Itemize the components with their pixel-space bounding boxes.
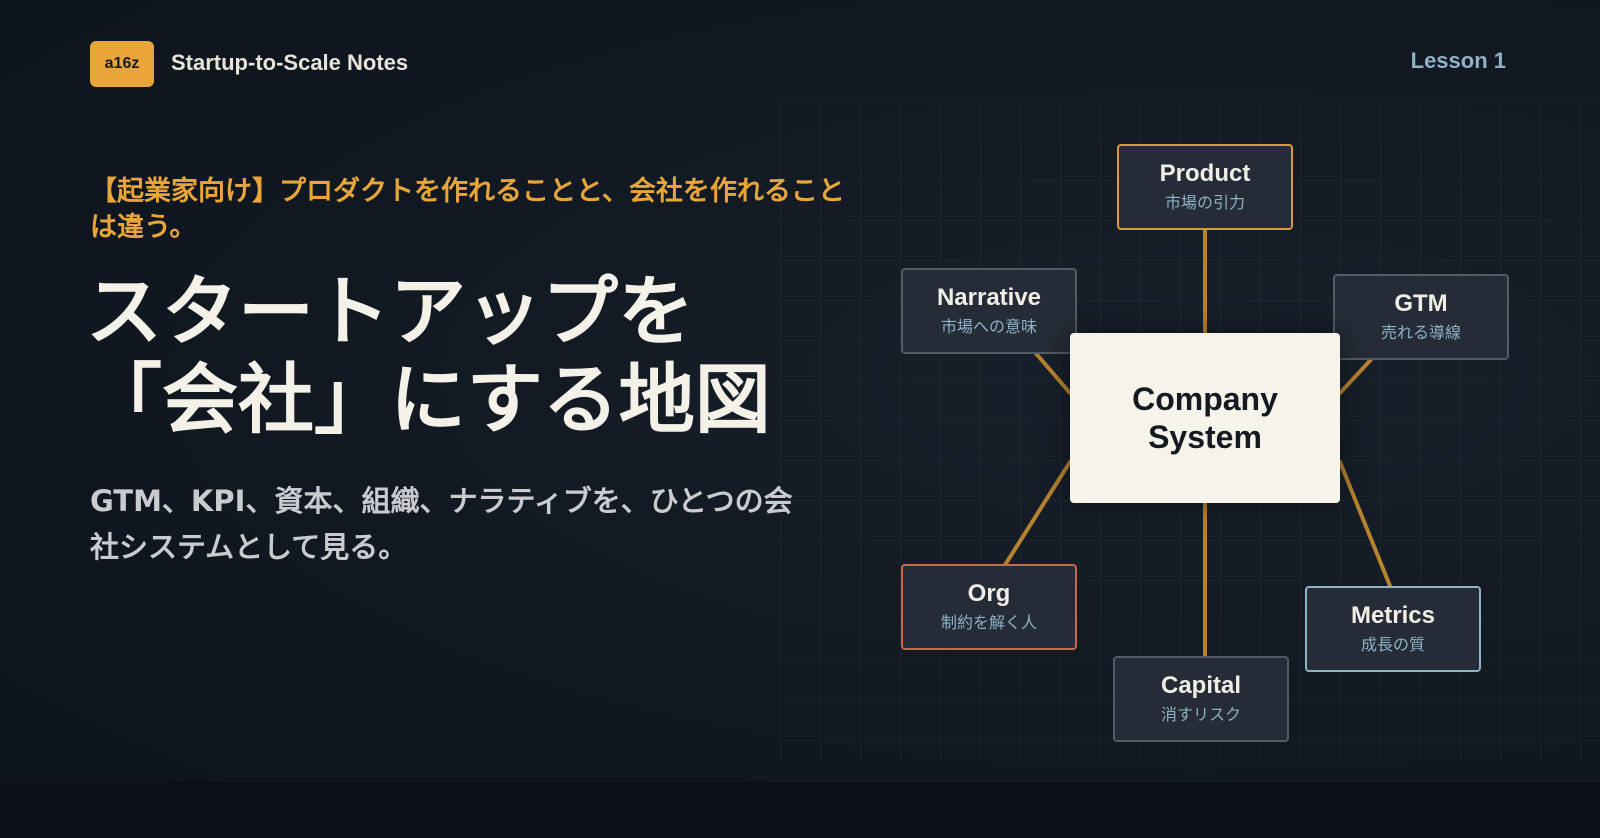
brand-title: Startup-to-Scale Notes <box>171 50 409 75</box>
node-org-subtitle: 制約を解く人 <box>940 613 1037 632</box>
node-gtm-title: GTM <box>1394 290 1448 317</box>
node-metrics-title: Metrics <box>1350 602 1436 629</box>
node-narrative: Narrative 市場への意味 <box>901 268 1077 354</box>
connector-metrics <box>1338 460 1392 588</box>
headline-line-1: スタートアップを <box>86 267 694 356</box>
connector-org <box>1003 460 1072 567</box>
kicker-text: 【起業家向け】プロダクトを作れることと、会社を作れることは違う。 <box>90 176 845 243</box>
center-node-title: Company System <box>1132 381 1278 455</box>
node-gtm-subtitle: 売れる導線 <box>1380 323 1461 342</box>
node-gtm: GTM 売れる導線 <box>1333 274 1509 360</box>
footer-band <box>0 782 1600 838</box>
page-title: スタートアップを 「会社」にする地図 <box>86 268 826 444</box>
connector-narrative <box>1031 348 1072 395</box>
node-metrics: Metrics 成長の質 <box>1305 586 1481 672</box>
node-company-system: Company System <box>1070 333 1340 503</box>
node-narrative-title: Narrative <box>936 284 1042 311</box>
subtitle-text: GTM、KPI、資本、組織、ナラティブを、ひとつの会社システムとして見る。 <box>90 484 793 564</box>
node-capital: Capital 消すリスク <box>1113 656 1289 742</box>
node-product: Product 市場の引力 <box>1117 144 1293 230</box>
node-capital-subtitle: 消すリスク <box>1160 705 1241 724</box>
node-org: Org 制約を解く人 <box>901 564 1077 650</box>
node-product-title: Product <box>1159 160 1251 187</box>
node-org-title: Org <box>967 580 1011 607</box>
headline-line-2: 「会社」にする地図 <box>86 355 771 444</box>
node-capital-title: Capital <box>1160 672 1241 699</box>
node-product-subtitle: 市場の引力 <box>1164 193 1245 212</box>
node-narrative-subtitle: 市場への意味 <box>940 317 1037 336</box>
node-metrics-subtitle: 成長の質 <box>1360 635 1425 654</box>
brand-logo-badge: a16z <box>90 41 154 87</box>
lesson-label: Lesson 1 <box>1410 48 1506 73</box>
